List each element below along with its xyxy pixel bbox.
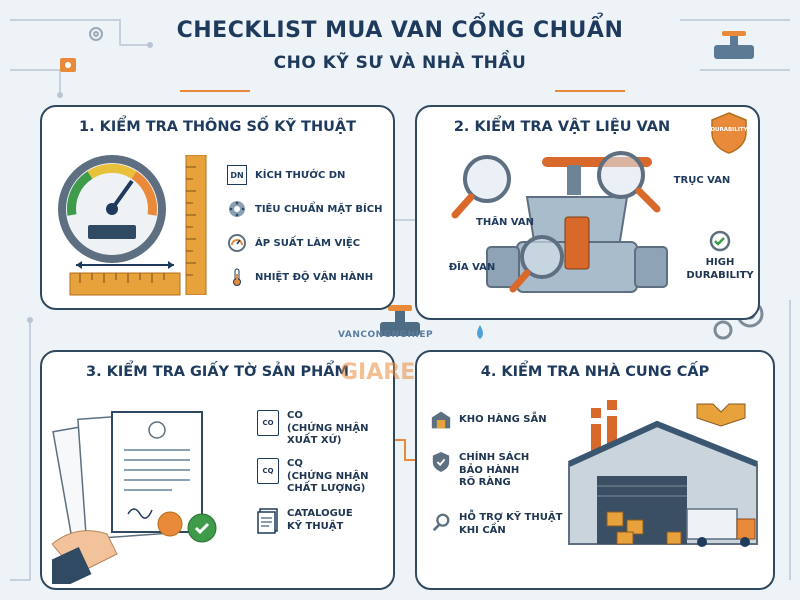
header: CHECKLIST MUA VAN CỔNG CHUẨN CHO KỸ SƯ V… — [0, 18, 800, 73]
badge-text: DURABILITY — [710, 127, 748, 133]
warehouse-box-icon — [431, 410, 451, 430]
label-body: THÂN VAN — [476, 217, 534, 228]
supplier-item-support: HỖ TRỢ KỸ THUẬT KHI CẦN — [431, 512, 562, 537]
doc-line: CQ — [287, 458, 303, 469]
wrench-gear-icon — [431, 512, 451, 532]
high-durability-block: HIGH DURABILITY — [685, 229, 755, 282]
supplier-item-warranty: CHÍNH SÁCH BẢO HÀNH RÕ RÀNG — [431, 452, 529, 490]
spec-item-pressure: ÁP SUẤT LÀM VIỆC — [227, 233, 360, 253]
title-divider-right — [555, 90, 625, 92]
spec-label: ÁP SUẤT LÀM VIỆC — [255, 237, 361, 249]
doc-line: CATALOGUE — [287, 508, 353, 519]
check-gear-icon — [709, 230, 731, 252]
label-stem: TRỤC VAN — [673, 175, 731, 186]
page-subtitle: CHO KỸ SƯ VÀ NHÀ THẦU — [273, 53, 527, 73]
panel-materials: 2. KIỂM TRA VẬT LIỆU VAN DURABILITY TRỤC… — [415, 105, 760, 320]
gauge-illustration — [58, 155, 181, 296]
durability-badge: DURABILITY — [709, 111, 749, 155]
supplier-line: KHO HÀNG SẴN — [459, 413, 547, 425]
supplier-line: HỖ TRỢ KỸ THUẬT — [459, 512, 563, 523]
supplier-item-stock: KHO HÀNG SẴN — [431, 410, 547, 430]
durability-line1: HIGH — [705, 257, 735, 268]
doc-line: CO — [287, 410, 303, 421]
co-document-icon: CO — [257, 410, 279, 436]
panel-specs-title: 1. KIỂM TRA THÔNG SỐ KỸ THUẬT — [79, 119, 356, 135]
panel-documents-title: 3. KIỂM TRA GIẤY TỜ SẢN PHẨM — [86, 364, 349, 380]
panel-documents: 3. KIỂM TRA GIẤY TỜ SẢN PHẨM CO CO (CHỨN… — [40, 350, 395, 590]
panel-supplier-title: 4. KIỂM TRA NHÀ CUNG CẤP — [480, 364, 710, 380]
spec-label: TIÊU CHUẨN MẶT BÍCH — [255, 203, 383, 215]
supplier-line: KHI CẦN — [459, 524, 506, 536]
title-divider-left — [180, 90, 250, 92]
panel-specs: 1. KIỂM TRA THÔNG SỐ KỸ THUẬT DN — [40, 105, 395, 310]
spec-item-temperature: NHIỆT ĐỘ VẬN HÀNH — [227, 267, 373, 287]
doc-line: CHẤT LƯỢNG) — [287, 483, 366, 494]
valve-small-icon — [714, 31, 754, 59]
supplier-line: CHÍNH SÁCH — [459, 452, 530, 463]
ruler-vertical-illustration — [185, 155, 207, 295]
shield-check-icon — [431, 452, 451, 472]
cq-document-icon: CQ — [257, 458, 279, 484]
watermark-brand: GIARE — [340, 360, 416, 385]
spec-label: NHIỆT ĐỘ VẬN HÀNH — [255, 271, 374, 283]
doc-line: (CHỨNG NHẬN — [287, 422, 369, 434]
durability-line2: DURABILITY — [686, 269, 754, 281]
doc-item-catalogue: CATALOGUE KỸ THUẬT — [257, 508, 353, 534]
pressure-gauge-icon — [227, 233, 247, 253]
gate-valve-illustration — [451, 151, 668, 293]
flange-icon — [227, 199, 247, 219]
watermark-site: VANCONGNGHIEP — [338, 330, 434, 340]
warehouse-illustration — [567, 400, 759, 547]
doc-line: XUẤT XỨ) — [287, 435, 342, 446]
page-title: CHECKLIST MUA VAN CỔNG CHUẨN — [176, 18, 624, 43]
certificate-illustration — [52, 411, 217, 584]
supplier-line: RÕ RÀNG — [459, 477, 511, 488]
panel-supplier: 4. KIỂM TRA NHÀ CUNG CẤP KHO HÀNG SẴN CH… — [415, 350, 775, 590]
panel-materials-title: 2. KIỂM TRA VẬT LIỆU VAN — [453, 119, 671, 135]
thermometer-icon — [227, 267, 247, 287]
doc-line: KỸ THUẬT — [287, 520, 344, 532]
supplier-line: BẢO HÀNH — [459, 464, 520, 476]
center-valve-icon — [380, 305, 483, 339]
gear-icon — [89, 27, 103, 41]
spec-item-flange: TIÊU CHUẨN MẶT BÍCH — [227, 199, 382, 219]
doc-line: (CHỨNG NHẬN — [287, 470, 369, 482]
doc-item-cq: CQ CQ (CHỨNG NHẬN CHẤT LƯỢNG) — [257, 458, 369, 496]
spec-item-dn: DN KÍCH THƯỚC DN — [227, 165, 345, 185]
dn-icon: DN — [227, 165, 247, 185]
catalogue-icon — [257, 508, 279, 534]
label-disc: ĐĨA VAN — [448, 262, 496, 273]
doc-item-co: CO CO (CHỨNG NHẬN XUẤT XỨ) — [257, 410, 369, 448]
spec-label: KÍCH THƯỚC DN — [255, 169, 346, 181]
